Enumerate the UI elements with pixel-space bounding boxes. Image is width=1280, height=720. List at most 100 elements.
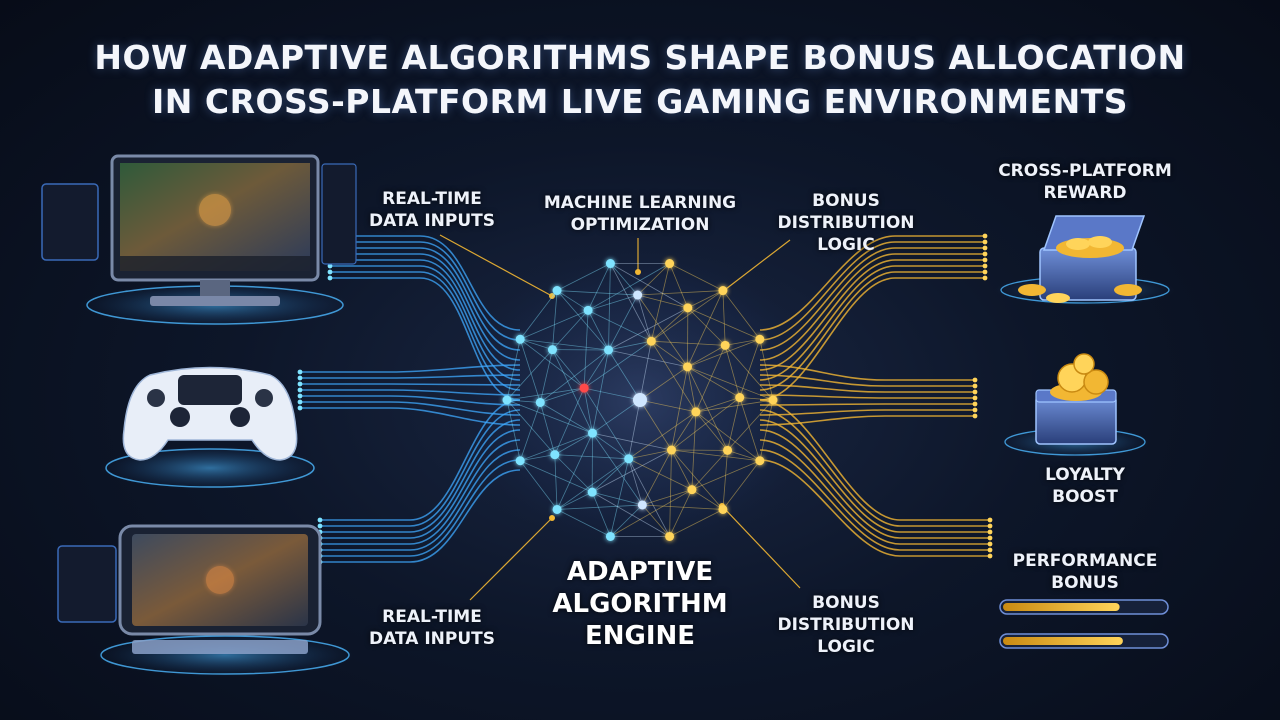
network-edge	[506, 339, 521, 401]
network-node	[735, 393, 745, 403]
wire-node	[327, 263, 333, 269]
pointer-dot	[635, 269, 641, 275]
output-flow-line	[759, 399, 990, 521]
network-edge	[554, 432, 593, 455]
wire-node	[297, 393, 303, 399]
network-edge	[608, 294, 638, 351]
label-performance-bonus: PERFORMANCE BONUS	[1012, 551, 1158, 593]
input-flow-line	[300, 395, 521, 406]
pointer-line	[721, 239, 791, 293]
network-edge	[552, 349, 585, 389]
label-bonus-distribution-logic-bottom: BONUS DISTRIBUTION LOGIC	[777, 593, 915, 657]
network-edge	[669, 263, 689, 309]
network-node	[687, 485, 697, 495]
label-adaptive-algorithm-engine: ADAPTIVE ALGORITHM ENGINE	[552, 557, 728, 651]
network-edge	[520, 338, 553, 351]
network-edge	[519, 338, 585, 389]
network-edge	[669, 509, 724, 537]
output-flow-line	[759, 394, 975, 399]
network-edge	[687, 290, 724, 368]
network-edge	[592, 491, 643, 506]
network-edge	[552, 310, 589, 350]
label-bonus-distribution-logic-top: BONUS DISTRIBUTION LOGIC	[777, 191, 915, 255]
wire-node	[982, 233, 988, 239]
network-edge	[592, 432, 643, 506]
network-edge	[651, 307, 689, 342]
wire-node	[297, 375, 303, 381]
input-flow-line	[320, 459, 521, 557]
network-edge	[556, 458, 629, 510]
network-edge	[556, 263, 611, 291]
wire-node	[987, 553, 993, 559]
label-cross-platform-reward: CROSS-PLATFORM REWARD	[998, 161, 1172, 203]
network-edge	[642, 489, 693, 506]
network-edge	[587, 263, 611, 311]
network-node	[515, 334, 525, 344]
network-node	[768, 395, 778, 405]
input-flow-line	[320, 469, 521, 563]
network-edge	[556, 432, 593, 510]
output-flow-line	[759, 271, 985, 391]
network-node	[515, 456, 525, 466]
output-flow-line	[759, 459, 990, 557]
network-edge	[669, 263, 724, 291]
gold-coins-icon	[1018, 236, 1142, 303]
network-node	[755, 456, 765, 466]
input-flow-line	[330, 247, 521, 351]
network-edge	[540, 402, 593, 434]
network-node	[552, 286, 562, 296]
performance-bonus-bars	[999, 599, 1169, 649]
network-edge	[637, 263, 670, 296]
network-edge	[554, 387, 585, 455]
network-edge	[610, 263, 638, 296]
network-edge	[724, 345, 741, 398]
network-edge	[520, 454, 555, 462]
network-edge	[556, 290, 589, 311]
label-realtime-data-inputs-bottom: REAL-TIME DATA INPUTS	[369, 607, 495, 649]
network-node	[691, 407, 701, 417]
network-edge	[520, 460, 593, 493]
wire-node	[972, 377, 978, 383]
network-edge	[724, 345, 774, 401]
network-node	[583, 305, 593, 315]
input-flow-line	[320, 409, 521, 527]
network-edge	[628, 458, 693, 491]
wire-node	[972, 401, 978, 407]
input-flow-line	[330, 253, 521, 361]
network-edge	[592, 399, 641, 434]
network-node	[502, 395, 512, 405]
network-edge	[591, 491, 611, 537]
network-node	[718, 286, 728, 296]
network-node	[683, 362, 693, 372]
network-edge	[587, 309, 652, 342]
network-edge	[687, 307, 726, 346]
network-node	[633, 393, 647, 407]
network-node	[723, 445, 733, 455]
network-edge	[639, 341, 652, 401]
network-node	[665, 531, 675, 541]
network-edge	[557, 504, 643, 510]
wire-node	[317, 517, 323, 523]
wire-node	[327, 275, 333, 281]
pointer-line	[469, 517, 553, 601]
network-edge	[608, 340, 652, 351]
network-edge	[557, 290, 638, 296]
output-flow-line	[759, 259, 985, 371]
wire-node	[982, 269, 988, 275]
wire-node	[987, 517, 993, 523]
network-edge	[610, 263, 652, 342]
network-edge	[695, 397, 740, 413]
network-edge	[651, 290, 724, 342]
network-edge	[759, 339, 774, 401]
network-edge	[695, 399, 774, 413]
network-node	[720, 340, 730, 350]
network-edge	[759, 399, 774, 461]
network-edge	[727, 397, 741, 451]
network-edge	[637, 294, 688, 309]
title-line-1: HOW ADAPTIVE ALGORITHMS SHAPE BONUS ALLO…	[94, 38, 1186, 77]
output-flow-line	[759, 449, 990, 551]
network-edge	[506, 349, 553, 401]
network-edge	[687, 366, 740, 398]
output-flow-line	[759, 241, 985, 341]
